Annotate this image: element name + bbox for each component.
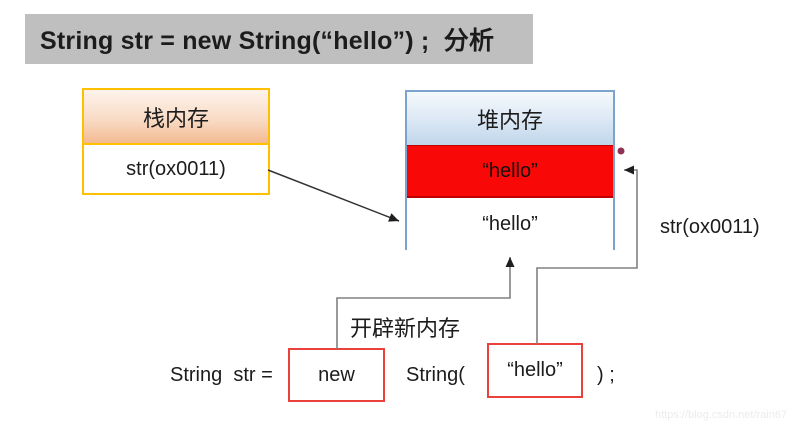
heap-white-cell: “hello”: [407, 198, 613, 251]
heap-red-cell: “hello”: [407, 145, 613, 198]
statement-prefix: String str =: [170, 364, 273, 386]
title-bar: String str = new String(“hello”) ; 分析: [25, 14, 533, 64]
statement-middle: String(: [406, 364, 465, 386]
arrow-stack-to-heap-icon: [267, 169, 400, 222]
stack-memory-box: 栈内存 str(ox0011): [82, 88, 270, 195]
stack-memory-header: 栈内存: [84, 90, 268, 145]
title-text: String str = new String(“hello”) ; 分析: [40, 27, 495, 55]
statement-suffix: ) ;: [597, 364, 615, 386]
new-memory-annotation: 开辟新内存: [350, 316, 461, 341]
pointer-dot-icon: [617, 147, 625, 155]
heap-memory-header: 堆内存: [407, 92, 613, 145]
heap-address-label: str(ox0011): [660, 216, 760, 238]
stack-memory-cell: str(ox0011): [84, 145, 268, 193]
heap-memory-box: 堆内存 “hello” “hello”: [405, 90, 615, 251]
watermark: https://blog.csdn.net/rain67: [655, 409, 788, 421]
new-keyword-box: new: [288, 348, 385, 402]
hello-literal-box: “hello”: [487, 343, 583, 398]
